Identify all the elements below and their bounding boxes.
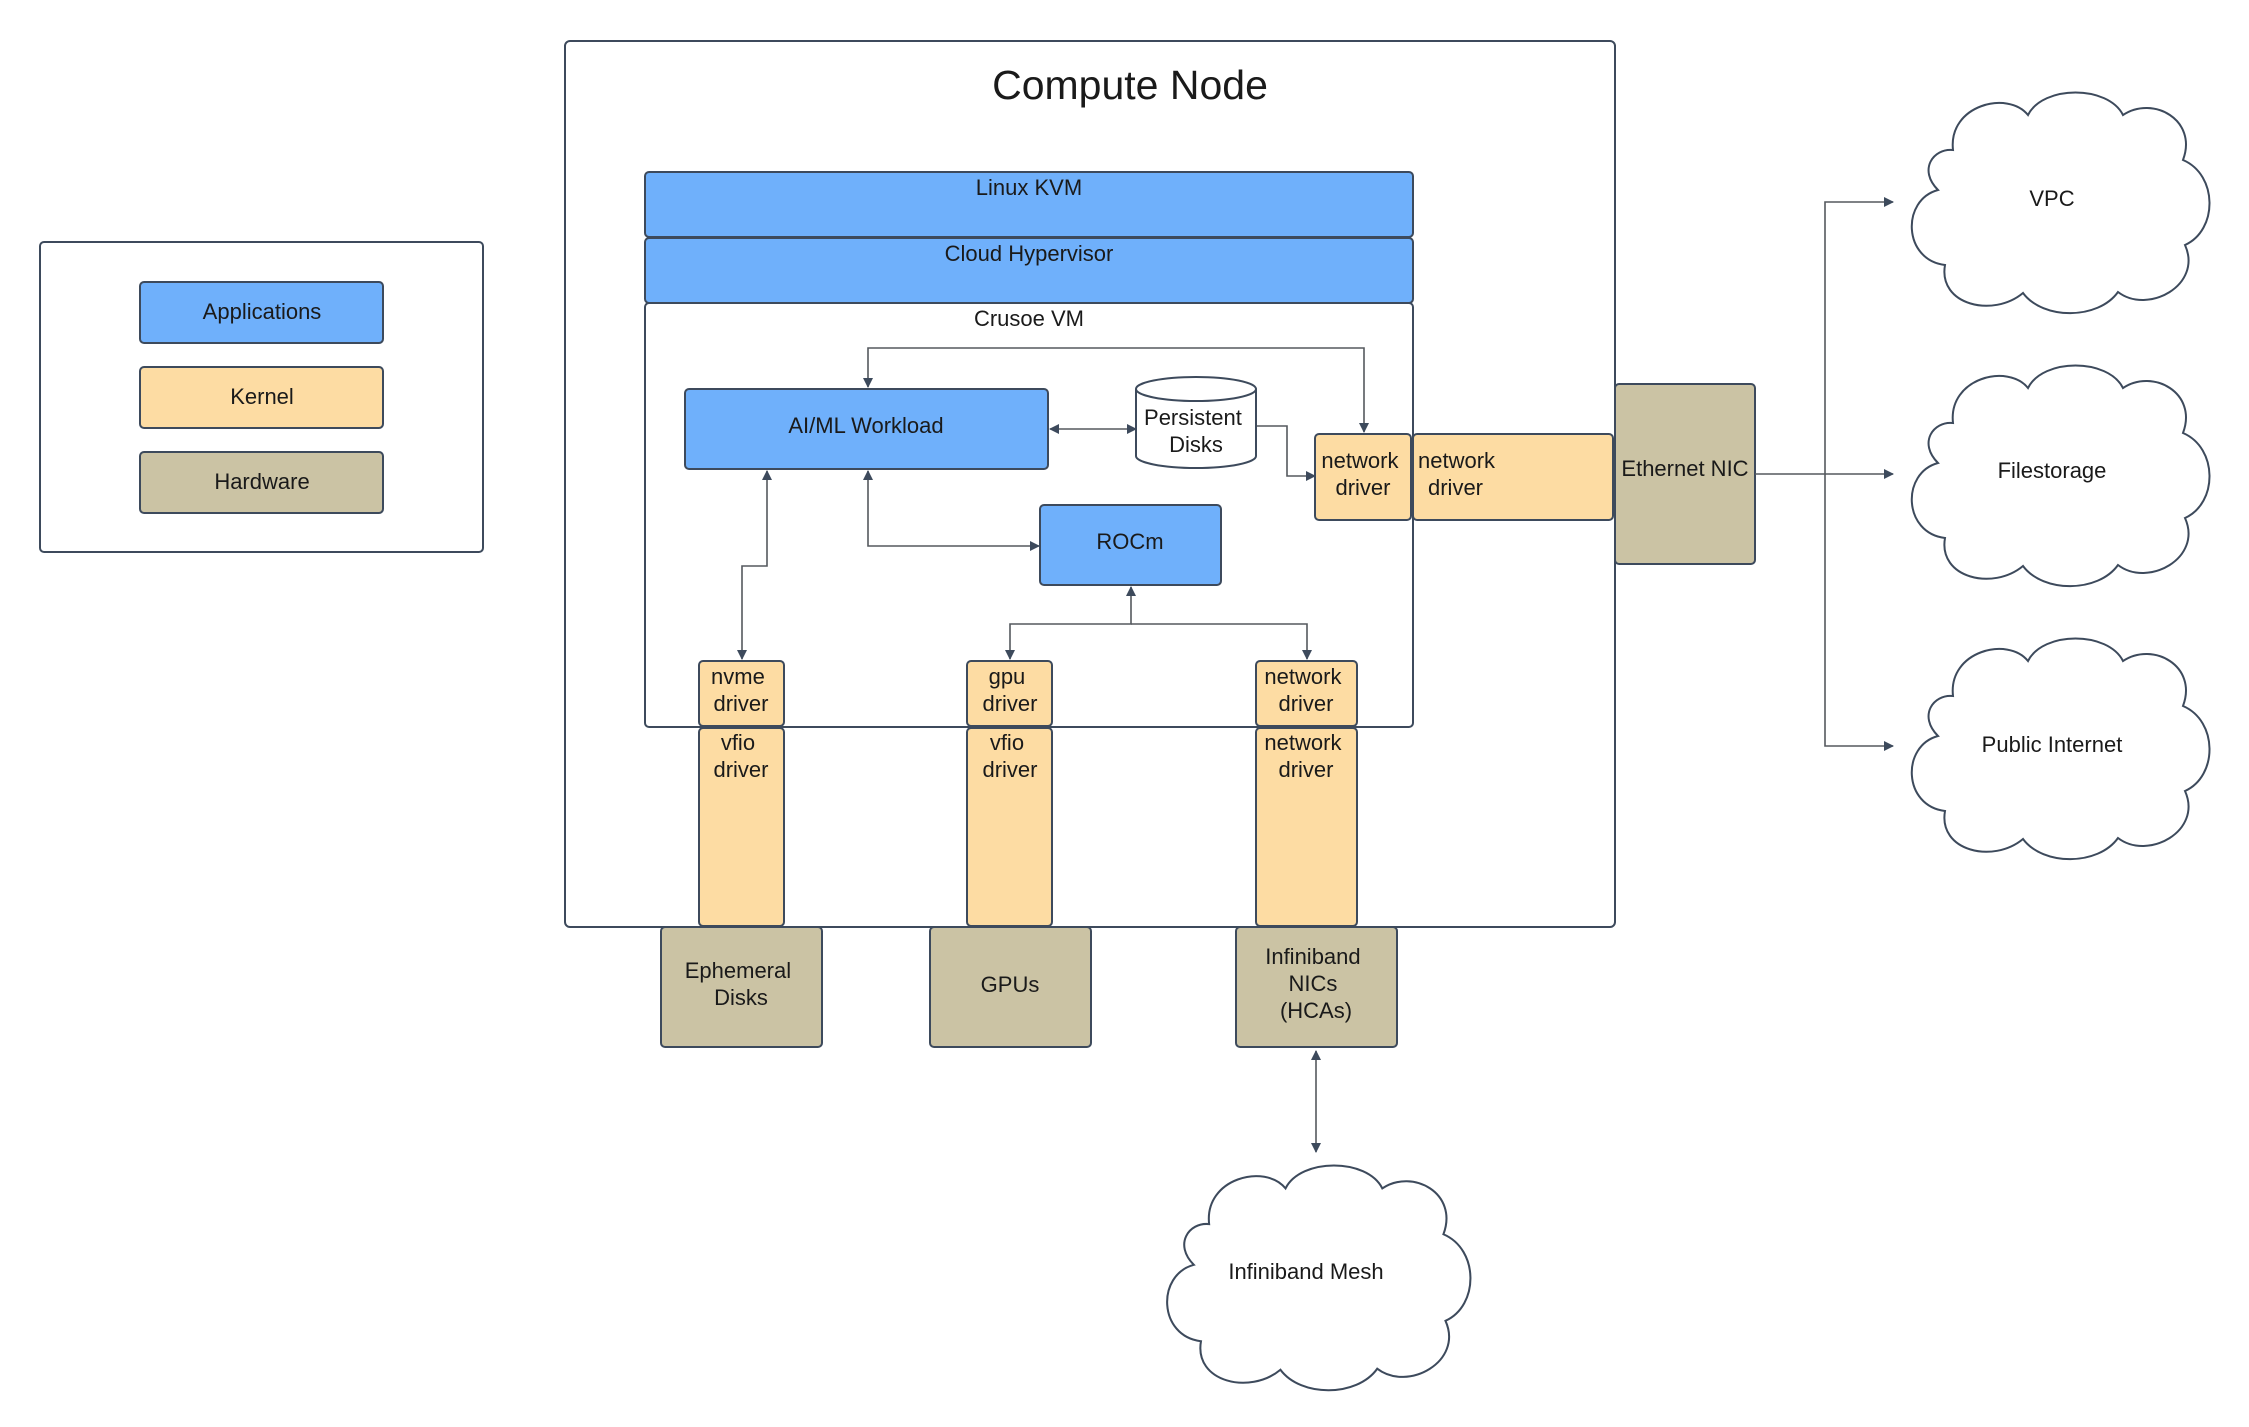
- legend-hardware-swatch: [139, 451, 384, 514]
- infiniband-nics-label: Infiniband NICs (HCAs): [1265, 944, 1367, 1023]
- ephemeral-disks-box: [660, 926, 823, 1048]
- filestorage-label: Filestorage: [1998, 458, 2107, 483]
- vm-network-driver-bottom-label: network driver: [1264, 664, 1347, 716]
- host-network-driver-right: [1412, 433, 1614, 521]
- ethernet-nic-label: Ethernet NIC: [1621, 456, 1748, 481]
- gpus-box: [929, 926, 1092, 1048]
- vfio-driver-label-1: vfio driver: [713, 730, 768, 782]
- infiniband-mesh-cloud: Infiniband Mesh: [1166, 1164, 1472, 1392]
- vm-network-driver-right-label: network driver: [1321, 448, 1404, 500]
- disks-network-connector: [1256, 425, 1316, 481]
- gpus-label: GPUs: [981, 972, 1040, 997]
- host-network-driver-bottom-label: network driver: [1264, 730, 1347, 782]
- nvme-driver-label: nvme driver: [711, 664, 771, 716]
- infiniband-nics-box: [1235, 926, 1398, 1048]
- vm-network-driver-bottom: [1255, 660, 1358, 727]
- legend-applications-label: Applications: [203, 299, 322, 324]
- persistent-disks-label: Persistent Disks: [1144, 405, 1248, 457]
- nvme-driver-box: [698, 660, 785, 727]
- legend-hardware-label: Hardware: [214, 469, 309, 494]
- infiniband-mesh-label: Infiniband Mesh: [1228, 1259, 1383, 1284]
- legend-kernel-label: Kernel: [230, 384, 294, 409]
- workload-network-connector: [863, 347, 1369, 433]
- legend-applications-swatch: [139, 281, 384, 344]
- ethernet-public-internet-connector: [1824, 474, 1894, 751]
- vpc-label: VPC: [2029, 186, 2074, 211]
- public-internet-label: Public Internet: [1982, 732, 2123, 757]
- persistent-disks-cylinder: [1135, 376, 1257, 469]
- gpu-driver-box: [966, 660, 1053, 727]
- public-internet-cloud: Public Internet: [1910, 637, 2211, 861]
- vfio-driver-label-2: vfio driver: [982, 730, 1037, 782]
- rocm-box: [1039, 504, 1222, 586]
- host-network-driver-right-label: network driver: [1418, 448, 1501, 500]
- legend-kernel-swatch: [139, 366, 384, 429]
- rocm-label: ROCm: [1096, 529, 1163, 554]
- gpu-driver-label: gpu driver: [982, 664, 1037, 716]
- vm-network-driver-right: [1314, 433, 1412, 521]
- workload-rocm-connector: [863, 470, 1040, 551]
- compute-node: Compute Node Linux KVM Cloud Hypervisor …: [564, 40, 1616, 928]
- cloud-hypervisor-label: Cloud Hypervisor: [945, 241, 1114, 266]
- rocm-gpu-driver-connector: [1005, 586, 1136, 660]
- hardware: Ephemeral Disks GPUs Infiniband NICs (HC…: [660, 383, 1756, 1048]
- crusoe-vm-label: Crusoe VM: [974, 306, 1084, 331]
- filestorage-cloud: Filestorage: [1910, 364, 2211, 588]
- ai-ml-workload-label: AI/ML Workload: [788, 413, 943, 438]
- vpc-cloud: VPC: [1910, 91, 2211, 315]
- ephemeral-disks-label: Ephemeral Disks: [685, 958, 798, 1010]
- ai-ml-workload-box: [684, 388, 1049, 470]
- compute-node-title: Compute Node: [992, 62, 1268, 108]
- workload-nvme-connector: [737, 470, 772, 660]
- linux-kvm-label: Linux KVM: [976, 175, 1082, 200]
- legend: Applications Kernel Hardware: [39, 241, 484, 553]
- ethernet-vpc-connector: [1755, 197, 1894, 475]
- rocm-network-driver-connector: [1131, 623, 1312, 660]
